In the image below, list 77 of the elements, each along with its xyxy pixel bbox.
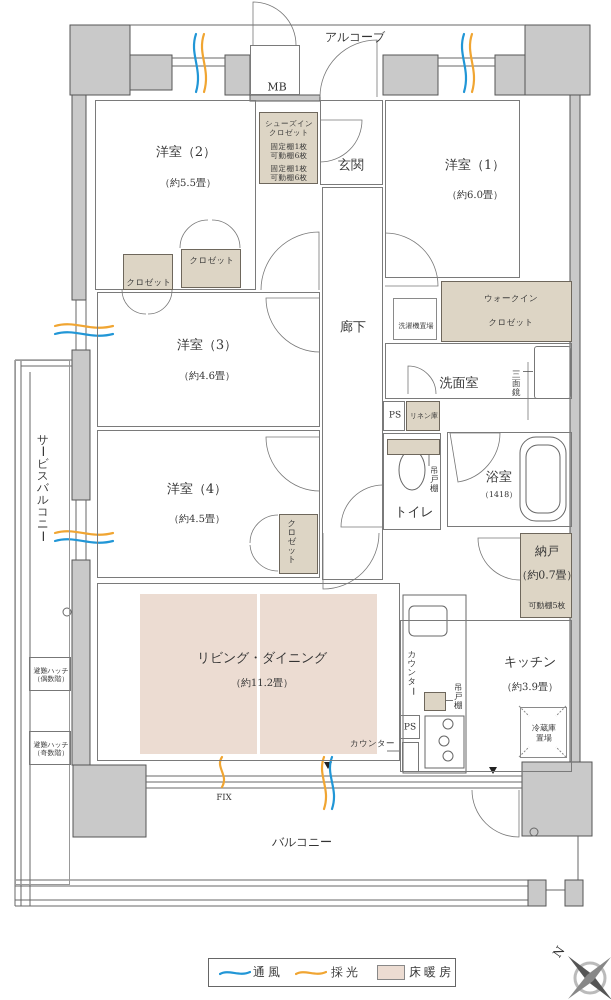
callout-text: 吊戸棚 — [430, 467, 440, 494]
counter-top — [402, 742, 419, 772]
fixture-box — [520, 707, 567, 758]
closet-box — [424, 692, 446, 711]
room-outline — [383, 433, 441, 530]
room-name: 冷蔵庫置場 — [531, 723, 557, 743]
room-name: 洋室（1） — [444, 158, 506, 174]
area-label: （約5.5畳） — [160, 178, 216, 190]
callout-text: 吊戸棚 — [454, 684, 464, 711]
room-outline — [97, 430, 320, 578]
area-label: （約11.2畳） — [230, 678, 294, 690]
counter-label: カウンター — [407, 651, 417, 698]
room-outline — [97, 292, 320, 427]
room-name: 浴室 — [486, 470, 512, 486]
closet-box — [406, 401, 440, 431]
leader-line — [386, 750, 402, 752]
closet-box — [279, 514, 318, 574]
room-name: 廊下 — [340, 320, 366, 336]
room-outline — [399, 715, 420, 739]
room-name: PS — [404, 722, 416, 734]
north-label: N — [550, 944, 568, 960]
room-outline — [385, 100, 520, 278]
room-name: トイレ — [394, 505, 434, 521]
area-name: アルコーブ — [325, 30, 385, 44]
hatch-box — [29, 657, 71, 691]
closet-box — [259, 112, 318, 184]
area-label: （約3.9畳） — [502, 682, 558, 694]
room-outline — [322, 187, 383, 580]
room-outline — [95, 100, 256, 290]
room-outline — [385, 343, 572, 399]
area-label: （1418） — [480, 490, 518, 500]
room-outline — [400, 620, 572, 772]
hatch-box — [29, 731, 71, 765]
room-name: クロゼット — [287, 520, 297, 567]
closet-box — [387, 439, 440, 455]
fixture-box — [393, 298, 437, 340]
closet-box — [520, 533, 572, 618]
area-name: バルコニー — [272, 834, 332, 850]
room-name: 洋室（2） — [156, 145, 216, 161]
room-outline — [383, 401, 405, 431]
room-name: 洗面室 — [440, 376, 478, 392]
closet-label: クロゼット — [488, 318, 534, 328]
room-name: クロゼット — [190, 256, 234, 266]
vanity-mirror — [534, 346, 571, 399]
leader-line — [522, 371, 534, 372]
room-outline — [97, 583, 400, 761]
room-outline — [320, 100, 383, 185]
callout-text: 三面鏡 — [512, 371, 522, 398]
room-name: キッチン — [504, 655, 556, 671]
area-label: （約4.6畳） — [179, 371, 235, 383]
room-name: リビング・ダイニング — [197, 651, 327, 667]
area-label: （約6.0畳） — [447, 190, 503, 202]
shelf-note: 可動棚5枚 — [528, 601, 566, 611]
room-outline — [447, 432, 572, 527]
area-label: （約4.5畳） — [169, 514, 225, 526]
legend-text: 床暖房 — [409, 965, 454, 980]
room-name: サービスバルコニー — [36, 434, 50, 544]
legend-text: 通風 — [253, 965, 283, 980]
room-outline — [250, 45, 300, 95]
closet-box — [123, 254, 173, 290]
window-label: FIX — [216, 792, 232, 804]
room-name: クロゼット — [126, 278, 172, 288]
room-name: PS — [388, 410, 402, 422]
leader-line — [444, 700, 454, 701]
room-name: 洋室（3） — [176, 338, 238, 354]
balcony-area — [15, 360, 70, 885]
room-name: 洋室（4） — [166, 482, 228, 498]
room-name: MB — [267, 80, 287, 94]
legend-text: 採光 — [331, 965, 361, 980]
room-name: 玄関 — [338, 158, 364, 174]
area-label: （約0.7畳） — [516, 568, 578, 582]
callout-text: カウンター — [350, 740, 395, 750]
closet-label: ウォークイン — [484, 294, 538, 304]
closet-box — [441, 281, 572, 342]
room-name: 納戸 — [535, 544, 559, 558]
closet-box — [181, 249, 241, 288]
leader-line — [428, 454, 430, 466]
